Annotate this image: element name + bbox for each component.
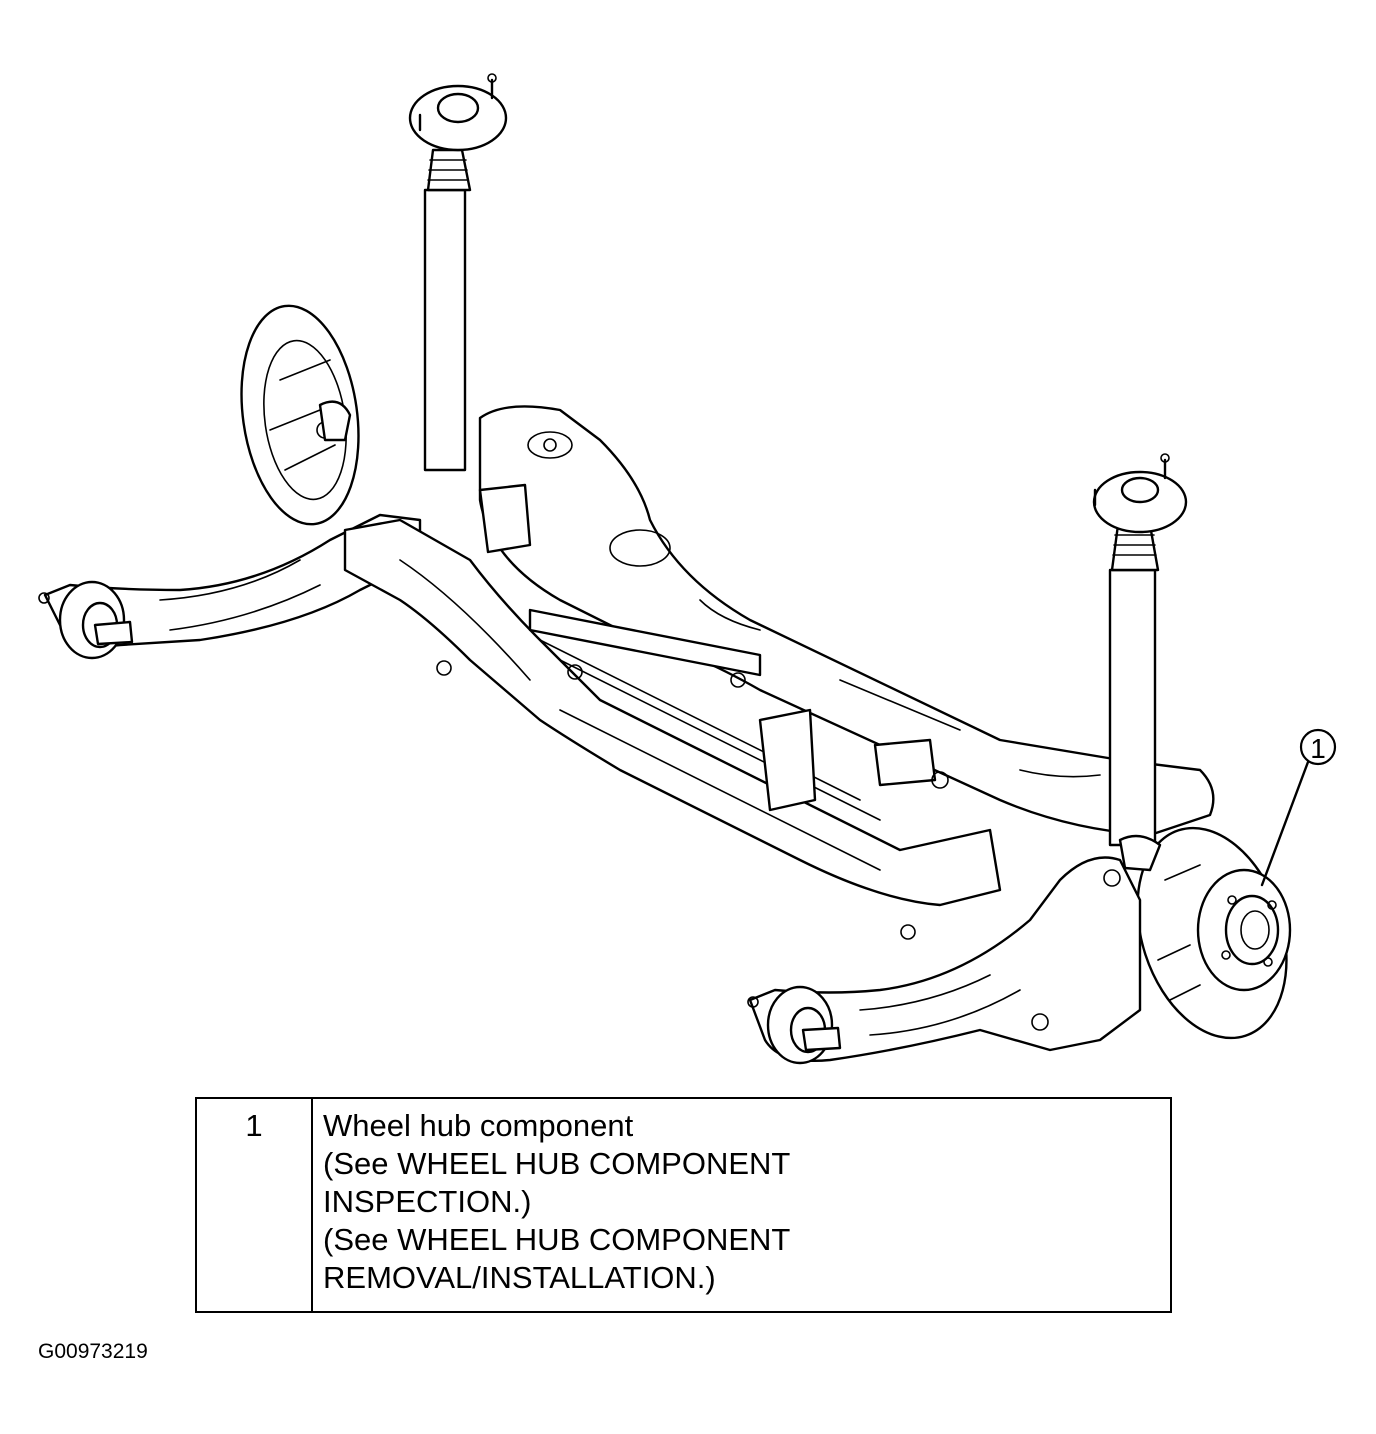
callout-1-label: 1 [1310, 733, 1326, 764]
legend-item-number: 1 [195, 1097, 313, 1313]
legend-table: 1 Wheel hub component (See WHEEL HUB COM… [195, 1097, 1172, 1313]
legend-description-line: (See WHEEL HUB COMPONENT [323, 1146, 791, 1181]
rear-suspension-crossmember-illustration: 1 [38, 73, 1337, 1065]
legend-description-line: INSPECTION.) [323, 1184, 532, 1219]
callout-1: 1 [1260, 728, 1337, 887]
left-shock-absorber [408, 73, 508, 472]
legend-description-line: (See WHEEL HUB COMPONENT [323, 1222, 791, 1257]
mounting-brackets [316, 400, 949, 812]
right-shock-absorber [1092, 453, 1188, 872]
legend-description-line: Wheel hub component [323, 1108, 634, 1143]
right-trailing-arm [747, 856, 1142, 1065]
left-dust-shield [240, 304, 360, 526]
legend-row: 1 Wheel hub component (See WHEEL HUB COM… [195, 1097, 1172, 1313]
figure-id: G00973219 [38, 1340, 148, 1363]
wheel-hub-component [1196, 868, 1292, 992]
legend-description-line: REMOVAL/INSTALLATION.) [323, 1260, 716, 1295]
legend-item-description: Wheel hub component (See WHEEL HUB COMPO… [311, 1097, 1172, 1313]
left-trailing-arm [38, 513, 422, 660]
